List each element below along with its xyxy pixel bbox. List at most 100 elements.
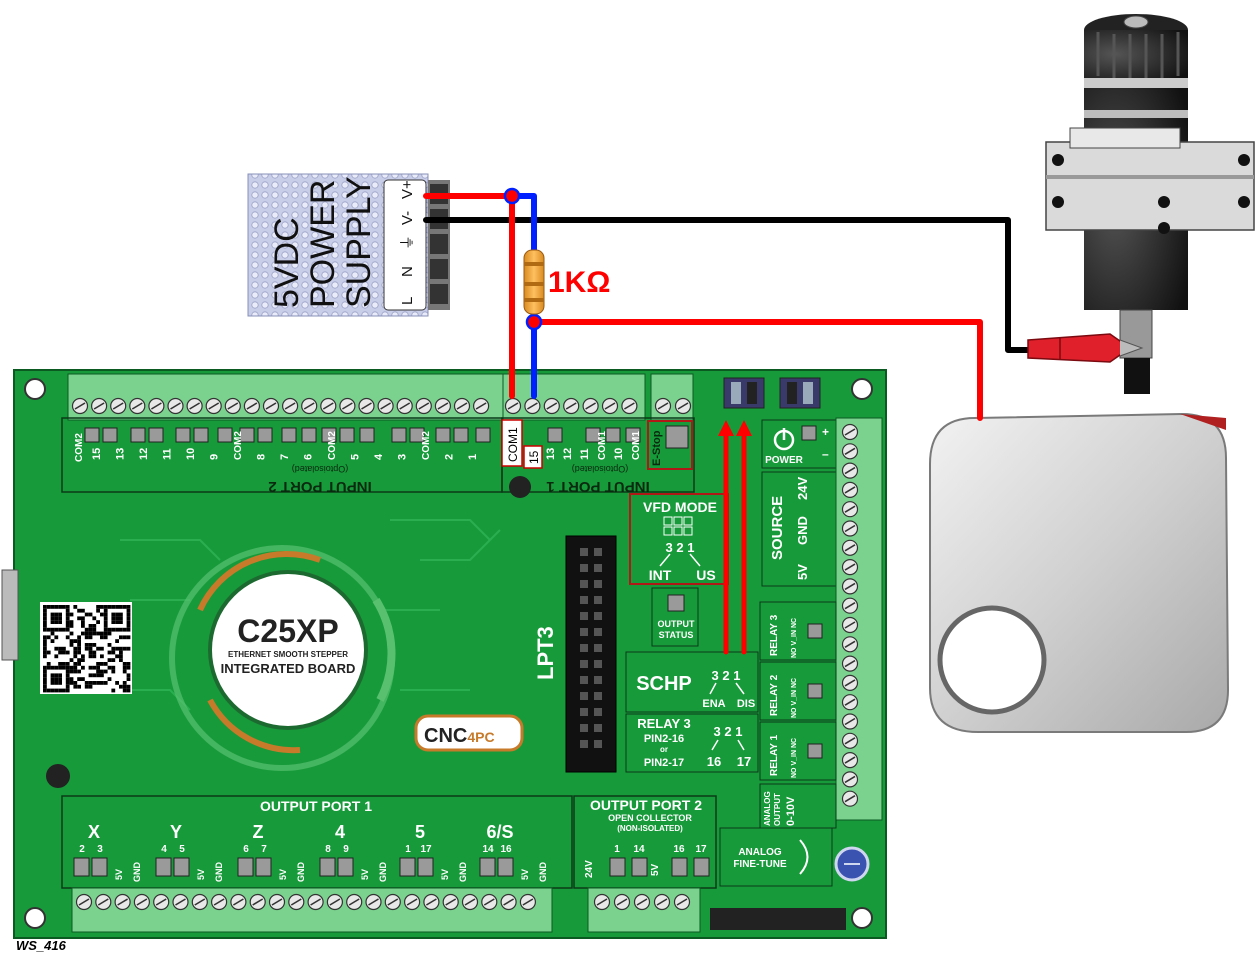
input-port2-title: INPUT PORT 2 bbox=[268, 478, 371, 495]
terminal-screw-top bbox=[243, 397, 260, 415]
terminal-screw-bottom bbox=[461, 893, 479, 911]
output-power-label: GND bbox=[458, 862, 468, 883]
power-supply-title-line2: POWER bbox=[304, 180, 342, 308]
input-port2-pin-label: 6 bbox=[303, 454, 315, 460]
terminal-screw-top bbox=[301, 397, 318, 415]
terminal-screw-right bbox=[841, 481, 859, 498]
output-axis-label: 4 bbox=[335, 822, 345, 842]
terminal-screw-bottom bbox=[673, 893, 691, 911]
input-port2-pin-label: 15 bbox=[91, 448, 103, 460]
relay-name: RELAY 2 bbox=[769, 674, 780, 716]
power-label: POWER bbox=[765, 455, 804, 466]
minus-sign: – bbox=[822, 447, 829, 461]
output-pin-label: 17 bbox=[420, 844, 432, 855]
input-port1-pin-label: 10 bbox=[613, 448, 625, 460]
terminal-screw-top bbox=[262, 397, 280, 415]
output-axis-label: 6/S bbox=[486, 822, 513, 842]
terminal-screw-bottom bbox=[326, 893, 343, 911]
output-power-label: 5V bbox=[360, 869, 370, 880]
input-port2-pin-label: 12 bbox=[138, 448, 150, 460]
output-power-label: GND bbox=[132, 862, 142, 883]
vfd-mode-int: INT bbox=[649, 567, 672, 583]
output-pin-label: 8 bbox=[325, 844, 331, 855]
output-pin-label: 6 bbox=[243, 844, 249, 855]
output-pin-label: 5 bbox=[179, 844, 185, 855]
relay-pins: NO V_IN NC bbox=[791, 618, 798, 658]
terminal-screw-bottom bbox=[75, 893, 93, 911]
terminal-screw-top bbox=[205, 397, 222, 415]
schp-dis: DIS bbox=[737, 698, 755, 710]
output-port2-title: OUTPUT PORT 2 bbox=[590, 797, 702, 813]
input-port1-pin-label: COM1 bbox=[597, 431, 608, 460]
qr-code bbox=[40, 602, 132, 694]
terminal-screw-right bbox=[841, 674, 859, 692]
terminal-screw-right bbox=[841, 520, 859, 537]
wires bbox=[423, 187, 1033, 655]
output-terminal-screws bbox=[75, 893, 691, 911]
terminal-screw-top bbox=[282, 397, 299, 415]
input-port2-pin-label: COM2 bbox=[233, 431, 244, 460]
output-power-label: GND bbox=[538, 862, 548, 883]
lpt3-header-pins bbox=[580, 548, 602, 748]
relay3-line2: PIN2-16 bbox=[644, 733, 684, 745]
vfd-mode-title: VFD MODE bbox=[643, 499, 717, 515]
terminal-screw-right bbox=[841, 616, 859, 634]
wire-black bbox=[423, 217, 1033, 353]
input-port2-pin-label: COM2 bbox=[327, 431, 338, 460]
board-subtitle2: INTEGRATED BOARD bbox=[221, 661, 356, 676]
plus-sign: + bbox=[822, 425, 829, 439]
callout-15: 15 bbox=[527, 450, 541, 464]
terminal-screw-bottom bbox=[153, 893, 170, 911]
terminal-screw-top bbox=[582, 397, 599, 415]
spindle-clamp bbox=[1045, 127, 1255, 234]
relay3-line4: PIN2-17 bbox=[644, 757, 684, 769]
terminal-screw-bottom bbox=[481, 893, 498, 911]
terminal-screw-right bbox=[841, 443, 859, 460]
terminal-screw-top bbox=[358, 397, 375, 415]
relay-pins: NO V_IN NC bbox=[791, 738, 798, 778]
analog-finetune-line1: ANALOG bbox=[738, 847, 782, 858]
terminal-screw-right bbox=[841, 751, 859, 769]
ps-terminal-vplus: V+ bbox=[399, 180, 416, 199]
wire-red-plate bbox=[531, 319, 983, 421]
power-supply-terminal-screws bbox=[430, 184, 448, 304]
output2-pin-label: 17 bbox=[695, 844, 707, 855]
input-port2-pin-label: 11 bbox=[162, 448, 174, 460]
output-axis-label: X bbox=[88, 822, 100, 842]
terminal-screw-bottom bbox=[404, 893, 421, 911]
source-title: SOURCE bbox=[769, 496, 786, 560]
spindle-motor bbox=[1045, 14, 1255, 394]
terminal-screw-top bbox=[320, 397, 337, 415]
input-port2-pin-label: 7 bbox=[279, 454, 291, 460]
cnc4pc-logo: CNC4PC bbox=[414, 714, 524, 752]
board-product-name: C25XP bbox=[237, 613, 338, 649]
terminal-screw-right bbox=[841, 790, 859, 807]
terminal-screw-right bbox=[841, 636, 859, 653]
terminal-screw-right bbox=[841, 539, 859, 556]
ps-terminal-n: N bbox=[399, 266, 416, 277]
terminal-screw-bottom bbox=[114, 893, 131, 911]
terminal-screw-top bbox=[129, 397, 146, 415]
analog-finetune-line2: FINE-TUNE bbox=[733, 859, 787, 870]
relay3-digits: 3 2 1 bbox=[714, 724, 743, 739]
output2-power-label: 24V bbox=[584, 860, 595, 878]
terminal-screw-top bbox=[339, 397, 356, 415]
terminal-screw-bottom bbox=[268, 893, 286, 911]
terminal-screw-top bbox=[90, 397, 108, 415]
relay-name: RELAY 1 bbox=[769, 734, 780, 776]
terminal-screw-top bbox=[110, 397, 127, 415]
cnc4pc-sub: 4PC bbox=[467, 729, 494, 745]
input-port2-subtitle: (Optoisolated) bbox=[292, 464, 349, 474]
input-port2-pin-label: 9 bbox=[209, 454, 221, 460]
input-port1-pin-label: 11 bbox=[579, 448, 591, 460]
source-24v: 24V bbox=[795, 477, 810, 500]
input-port2-pin-label: 8 bbox=[256, 454, 268, 460]
output-pin-label: 2 bbox=[79, 844, 85, 855]
